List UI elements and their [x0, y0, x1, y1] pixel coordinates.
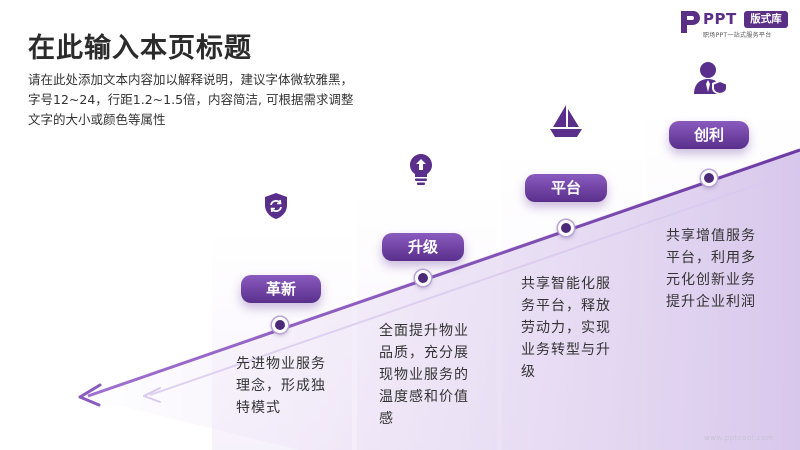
logo-tagline: 职场PPT一站式服务平台	[703, 32, 772, 39]
logo-name: PPT	[703, 10, 737, 28]
arrow-head	[78, 383, 102, 407]
step-node-2	[415, 270, 431, 286]
step-description-2: 全面提升物业品质，充分展现物业服务的温度感和价值感	[379, 323, 469, 427]
page-title: 在此输入本页标题	[28, 33, 252, 64]
lightbulb-upload-icon	[410, 154, 432, 185]
logo-badge: 版式库	[744, 11, 788, 28]
step-label-2: 升级	[382, 233, 464, 261]
sailboat-icon	[550, 105, 582, 137]
step-description-3: 共享智能化服务平台，释放劳动力，实现业务转型与升级	[521, 276, 611, 380]
businessman-icon	[694, 62, 728, 95]
step-description-4: 共享增值服务平台，利用多元化创新业务提升企业利润	[666, 228, 756, 310]
brand-logo: PPT 版式库 职场PPT一站式服务平台	[679, 9, 795, 45]
step-node-3	[558, 220, 574, 236]
shield-refresh-icon	[265, 193, 287, 219]
step-node-1	[272, 317, 288, 333]
step-label-4: 创利	[669, 121, 749, 149]
growth-line	[87, 148, 800, 398]
footer-url: www.pptcool.com	[704, 434, 774, 442]
step-label-3: 平台	[525, 174, 607, 202]
page-subtitle: 请在此处添加文本内容加以解释说明，建议字体微软雅黑，字号12~24，行距1.2~…	[28, 72, 354, 127]
step-node-4	[701, 170, 717, 186]
step-description-1: 先进物业服务理念，形成独特模式	[236, 356, 326, 416]
step-label-1: 革新	[241, 275, 321, 303]
logo-mark-icon	[681, 11, 700, 33]
